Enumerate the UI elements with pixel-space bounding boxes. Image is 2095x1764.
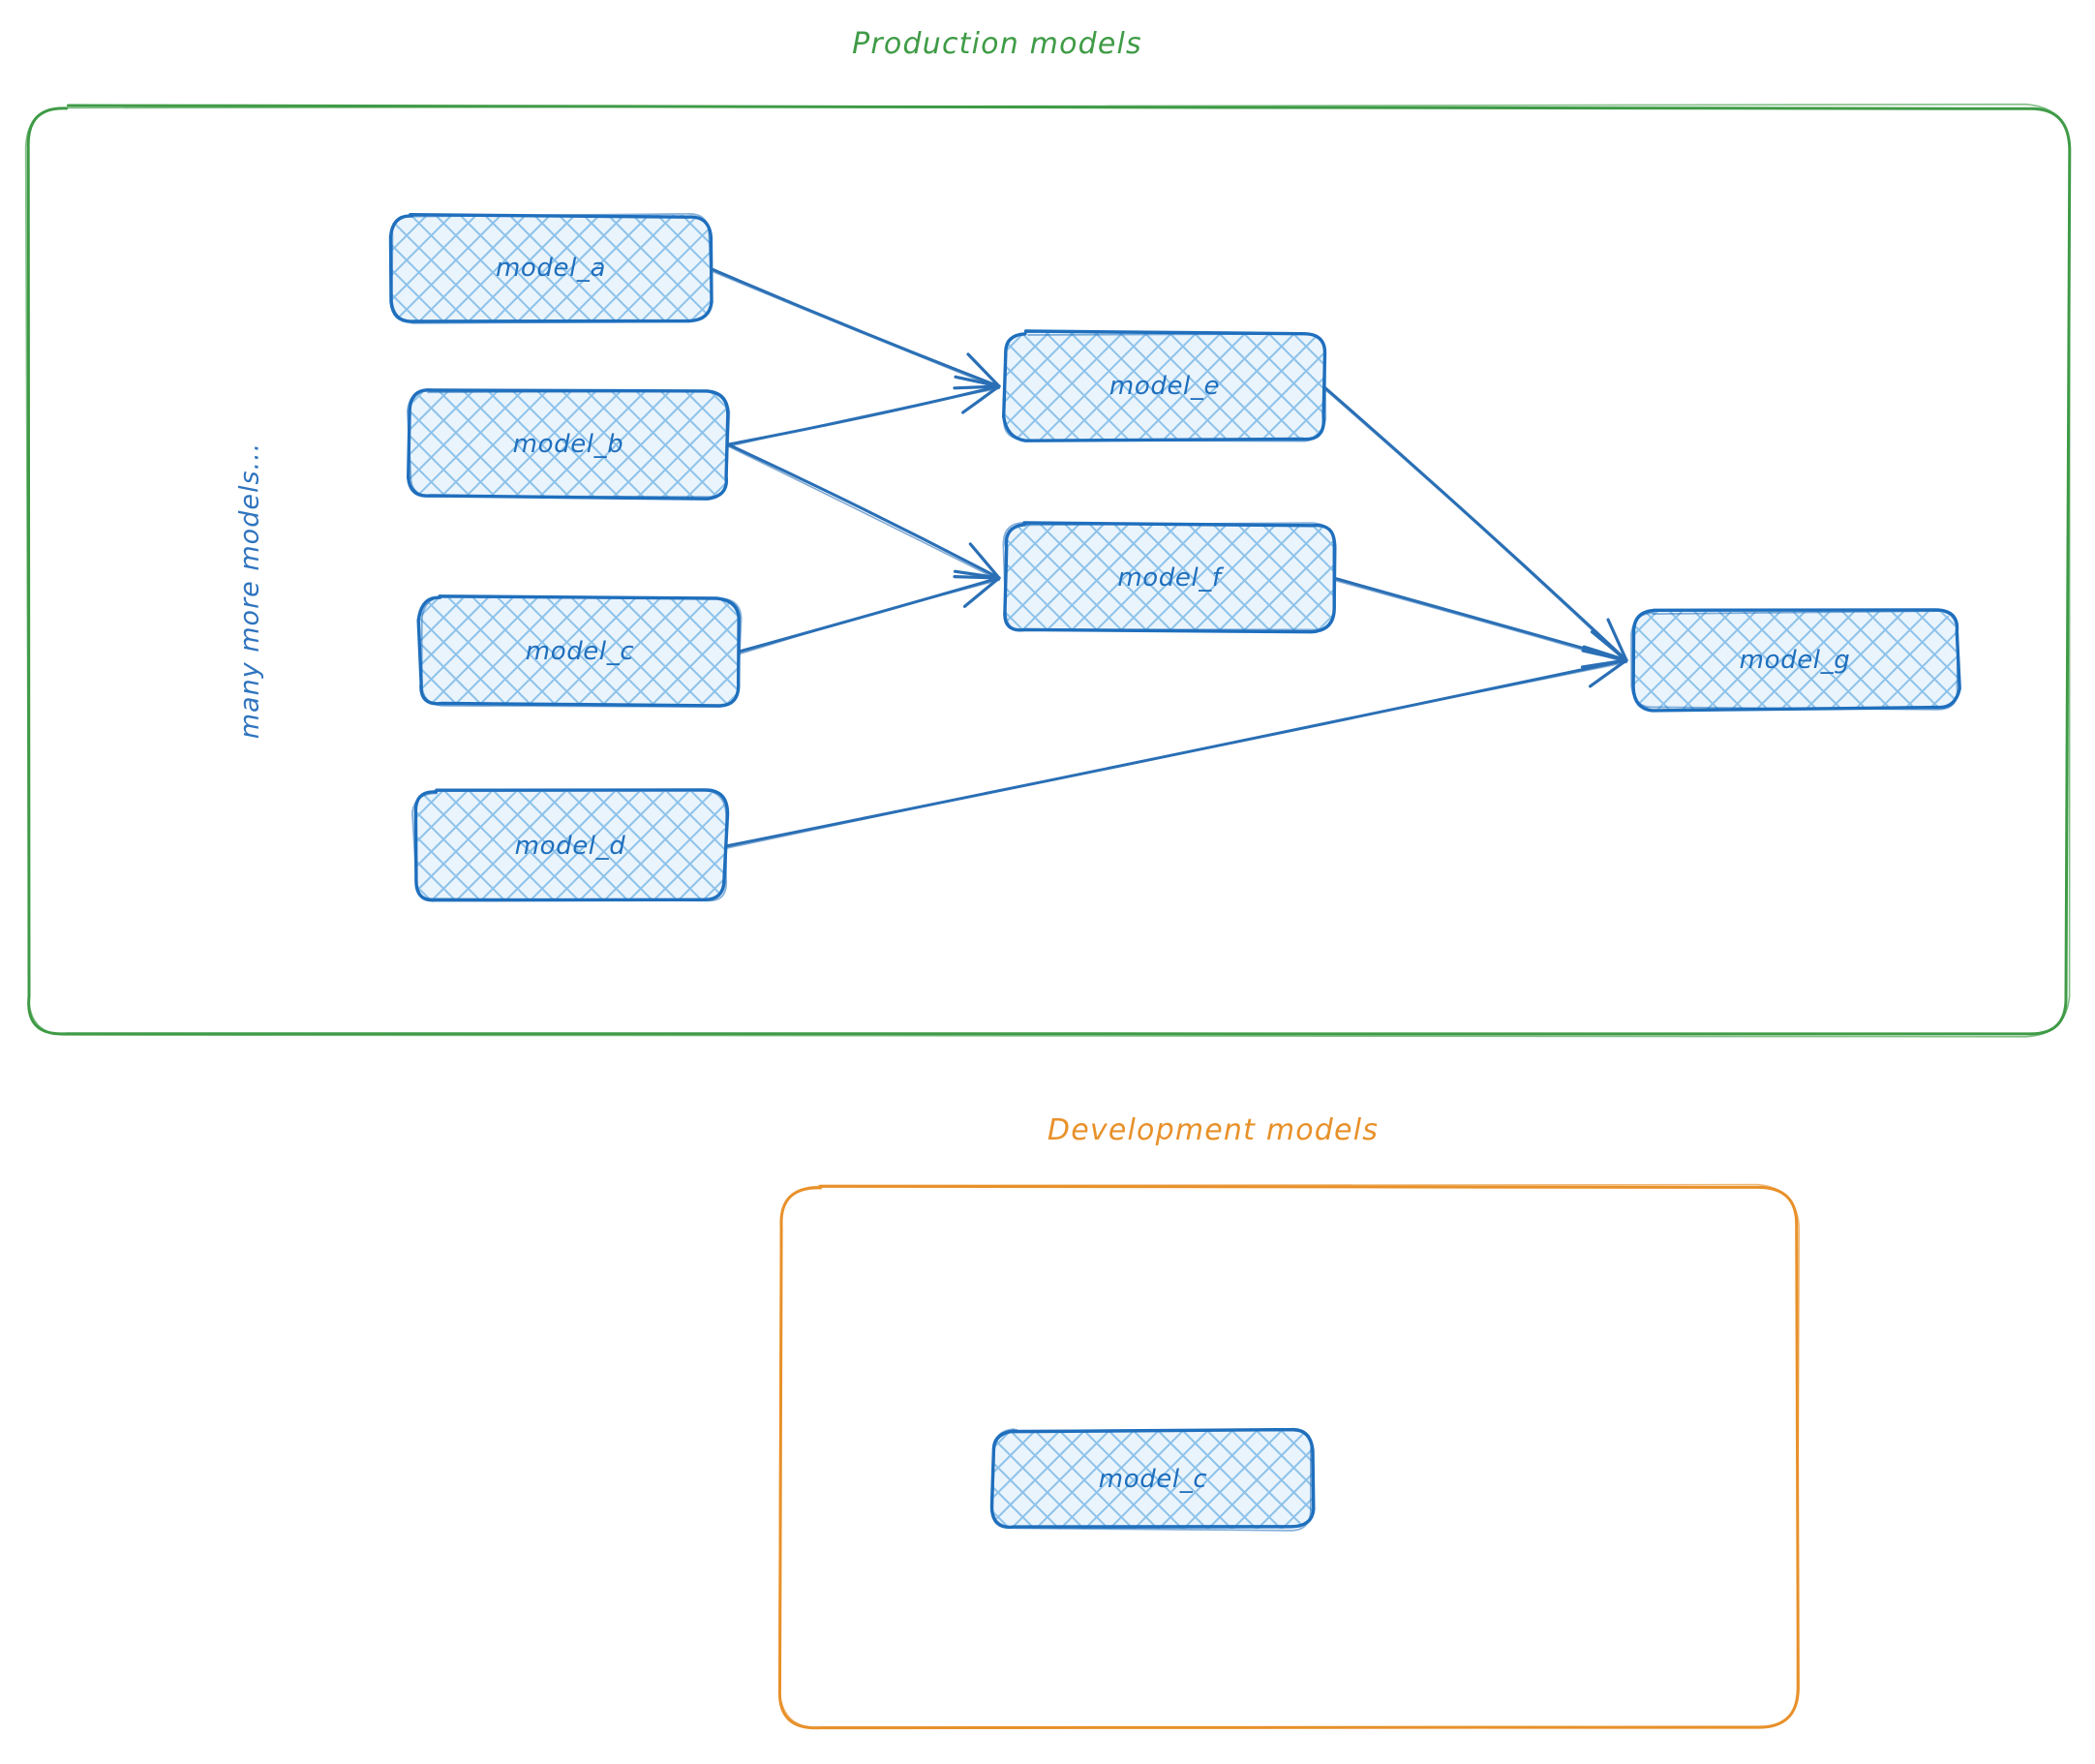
node-model_c_dev[interactable] <box>989 1427 1316 1532</box>
arrowhead <box>968 542 1001 580</box>
group-containers-layer <box>24 103 2072 1730</box>
node-border <box>410 789 728 902</box>
node-fill <box>993 1430 1313 1529</box>
node-model_f[interactable] <box>1002 521 1337 634</box>
arrowhead <box>1590 630 1628 662</box>
arrowhead <box>966 352 1001 388</box>
node-border <box>1631 608 1961 713</box>
edge-model_f-to-model_g <box>1332 576 1628 669</box>
node-fill <box>391 215 711 321</box>
node-fill <box>414 792 726 900</box>
node-border <box>406 388 731 499</box>
edge-model_a-to-model_e <box>708 266 1001 390</box>
arrowhead <box>953 384 1001 390</box>
node-fill <box>409 391 728 498</box>
arrowhead <box>954 375 1001 388</box>
node-border <box>420 595 743 709</box>
node-model_a[interactable] <box>388 212 714 324</box>
edge-model_b-to-model_f <box>726 442 1001 581</box>
edge-model_c_prod-to-model_f <box>737 569 1001 654</box>
node-border <box>1630 610 1959 711</box>
node-border <box>1003 332 1327 442</box>
node-border <box>991 1428 1313 1532</box>
nodes-layer <box>388 212 1961 1532</box>
arrowhead <box>962 576 1001 608</box>
many-more-models-note: many more models... <box>234 441 265 740</box>
node-fill <box>1005 525 1334 631</box>
edge-model_e-to-model_g <box>1321 384 1628 663</box>
node-model_e[interactable] <box>1001 329 1327 442</box>
arrowhead <box>1589 658 1628 688</box>
group-container-production <box>24 103 2072 1038</box>
node-model_g[interactable] <box>1630 608 1961 713</box>
node-fill <box>420 598 740 705</box>
node-border <box>416 594 741 708</box>
node-border <box>390 212 714 324</box>
production-group-title: Production models <box>852 27 1142 61</box>
node-model_b[interactable] <box>406 388 731 501</box>
edge-model_b-to-model_e <box>726 375 1001 447</box>
node-model_d[interactable] <box>410 788 730 902</box>
arrowhead <box>953 569 1001 580</box>
node-model_c_prod[interactable] <box>416 594 743 709</box>
edge-model_d-to-model_g <box>724 649 1628 849</box>
node-fill <box>1632 612 1958 709</box>
edges-layer <box>708 266 1628 849</box>
arrowhead <box>961 384 1001 414</box>
arrowhead <box>1580 658 1628 669</box>
node-border <box>413 788 730 902</box>
arrowhead <box>1606 618 1628 662</box>
node-fill <box>1005 333 1324 440</box>
node-border <box>1002 522 1337 631</box>
group-container-development <box>777 1183 1801 1730</box>
development-group-title: Development models <box>1047 1113 1380 1147</box>
